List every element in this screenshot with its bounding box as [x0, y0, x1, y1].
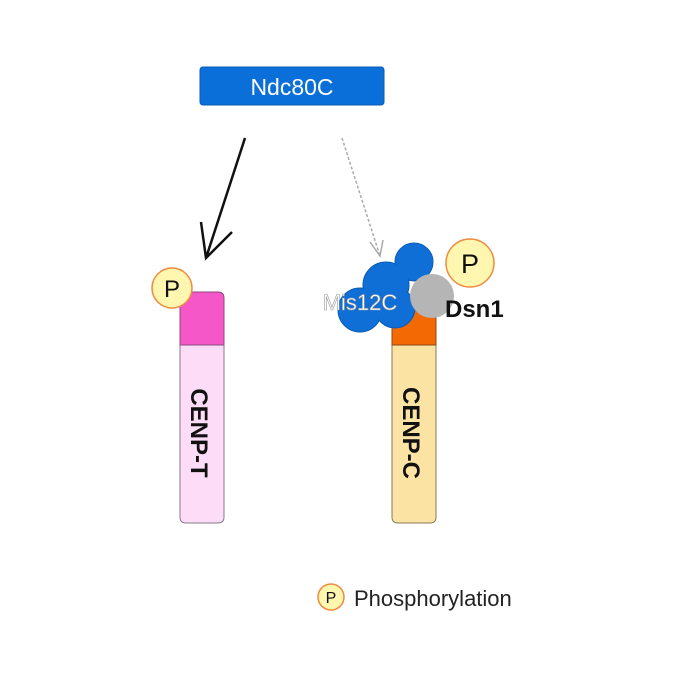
- phospho-symbol: P: [461, 249, 479, 279]
- dashed-arrow-shaft: [341, 137, 381, 257]
- phospho-dsn1: P: [445, 238, 495, 288]
- ndc80c-box: [199, 66, 385, 106]
- dsn1-label: Dsn1: [445, 296, 504, 323]
- cenp-c-body: [391, 344, 437, 524]
- solid-arrow-head: [199, 221, 233, 261]
- cenp-c-node: CENP-C: [391, 304, 437, 524]
- legend-phospho-icon: [317, 583, 345, 611]
- dsn1-node: Dsn1: [410, 274, 504, 323]
- solid-arrow: [199, 137, 247, 261]
- legend: P Phosphorylation: [317, 583, 512, 611]
- legend-label: Phosphorylation: [354, 586, 512, 611]
- phospho-symbol: P: [164, 276, 180, 303]
- phospho-circle: [445, 238, 495, 288]
- ndc80c-node: Ndc80C: [199, 66, 385, 106]
- cenp-t-body: [179, 344, 225, 524]
- dashed-arrow: [341, 137, 384, 258]
- cenp-t-node: CENP-T: [179, 291, 225, 524]
- mis12c-label: Mis12C: [323, 290, 398, 315]
- legend-phospho-symbol: P: [326, 590, 337, 607]
- phospho-cenp-t: P: [151, 267, 193, 309]
- mis12c-node: Mis12C: [322, 242, 434, 333]
- cenp-t-label: CENP-T: [185, 388, 212, 478]
- dashed-arrow-head: [369, 239, 384, 258]
- ndc80c-label: Ndc80C: [250, 74, 333, 100]
- cenp-c-label: CENP-C: [397, 387, 424, 479]
- dsn1-circle: [410, 274, 454, 318]
- solid-arrow-shaft: [204, 137, 247, 259]
- phospho-circle: [151, 267, 193, 309]
